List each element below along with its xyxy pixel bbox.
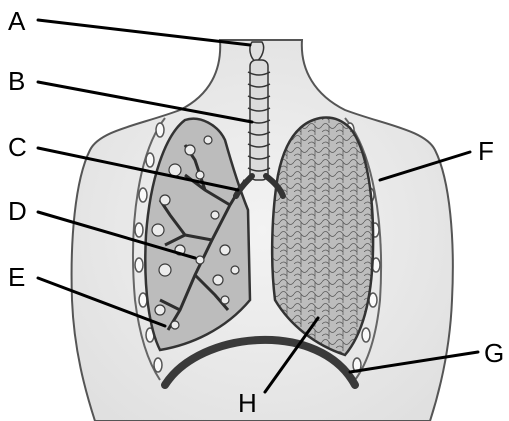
- label-g: G: [484, 338, 504, 368]
- label-e: E: [8, 262, 25, 292]
- label-c: C: [8, 132, 27, 162]
- label-a: A: [8, 6, 26, 36]
- label-b: B: [8, 66, 25, 96]
- label-f: F: [478, 136, 494, 166]
- label-h: H: [238, 388, 257, 418]
- label-d: D: [8, 196, 27, 226]
